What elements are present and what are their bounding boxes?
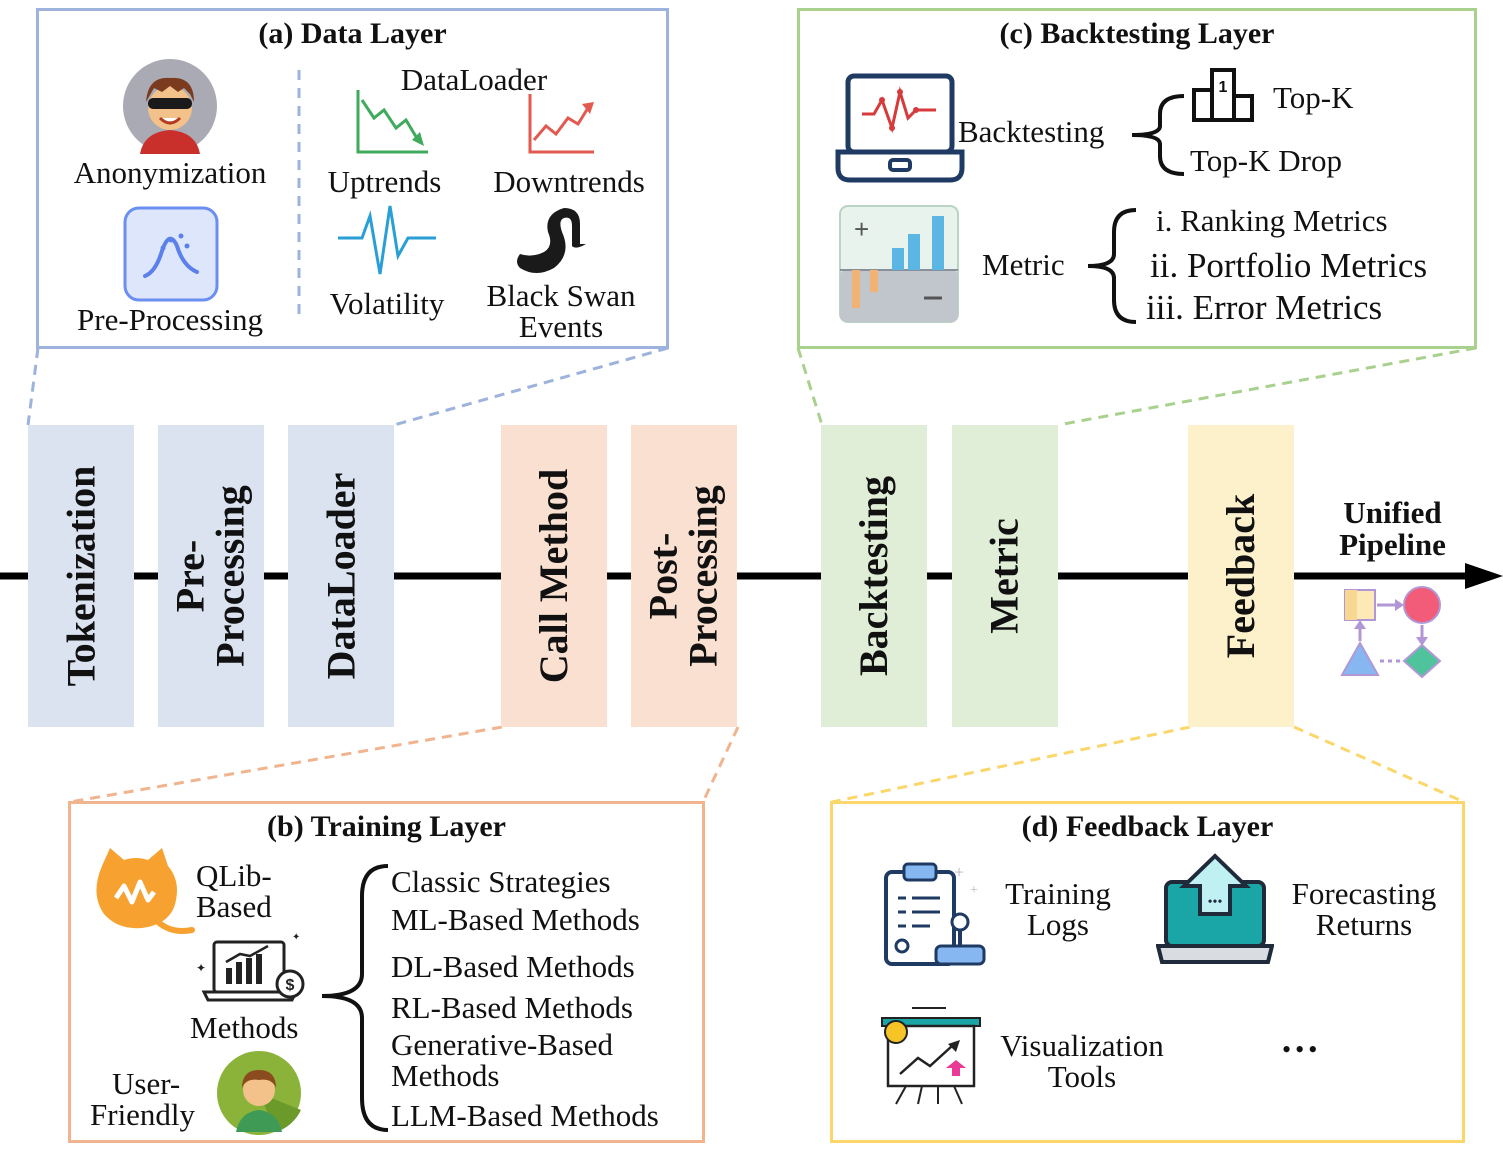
black-swan-label-1: Black Swan: [486, 278, 636, 313]
visualization-label-2: Tools: [1047, 1059, 1117, 1094]
dollar-icon: $: [286, 977, 295, 994]
method-item: Generative-Based: [391, 1027, 614, 1062]
qlib-label-2: Based: [196, 889, 272, 924]
podium-icon: 1: [1192, 68, 1254, 122]
backtesting-layer-title: (c) Backtesting Layer: [999, 17, 1275, 50]
volatility-label: Volatility: [329, 286, 445, 321]
stage-call-method: Call Method: [501, 425, 607, 727]
stage-metric: Metric: [952, 425, 1058, 727]
method-item: ML-Based Methods: [391, 902, 640, 937]
backtesting-connector-right: [1057, 346, 1477, 427]
stage-label: Tokenization: [58, 465, 103, 687]
user-avatar-icon: [217, 1051, 301, 1135]
training-connector-right: [701, 726, 740, 803]
stage-label: DataLoader: [318, 472, 364, 680]
metric-bar-chart-icon: +: [839, 205, 959, 323]
anonymization-label: Anonymization: [73, 155, 267, 190]
backtesting-brace: [1131, 94, 1185, 176]
training-brace: [321, 864, 389, 1132]
stage-dataloader: DataLoader: [288, 425, 394, 727]
stage-backtesting: Backtesting: [821, 425, 927, 727]
training-logs-label-1: Training: [1005, 876, 1111, 911]
laptop-chart-icon: [835, 73, 965, 183]
training-logs-icon: + +: [884, 862, 986, 966]
method-item: LLM-Based Methods: [391, 1098, 659, 1133]
method-item: Classic Strategies: [391, 864, 611, 899]
user-friendly-label-2: Friendly: [90, 1097, 196, 1132]
feedback-layer-title: (d) Feedback Layer: [1021, 810, 1274, 843]
anonymous-avatar-icon: [123, 59, 217, 154]
visualization-board-icon: [881, 1007, 981, 1105]
black-swan-icon: [517, 208, 586, 273]
backtesting-connector-left: [796, 347, 824, 426]
stage-label: Pre- Processing: [168, 485, 253, 667]
workflow-icon: [1340, 586, 1442, 679]
user-friendly-label-1: User-: [112, 1066, 181, 1101]
qlib-logo-icon: [96, 848, 195, 934]
visualization-label-1: Visualization: [1000, 1028, 1164, 1063]
metric-brace: [1087, 208, 1137, 324]
stage-label: Call Method: [531, 468, 576, 684]
dots-icon: •••: [1208, 895, 1223, 910]
podium-number: 1: [1219, 79, 1228, 96]
portfolio-metrics-label: ii. Portfolio Metrics: [1150, 246, 1428, 285]
backtesting-label: Backtesting: [958, 114, 1105, 149]
stage-postprocessing: Post- Processing: [631, 425, 737, 727]
preprocessing-label: Pre-Processing: [77, 302, 263, 337]
stage-label: Metric: [982, 518, 1028, 634]
uptrends-chart-icon: [356, 90, 428, 154]
downtrends-chart-icon: [528, 94, 594, 154]
topk-drop-label: Top-K Drop: [1190, 143, 1342, 178]
plus-icon: +: [954, 862, 964, 882]
sparkle-icon: ✦: [196, 961, 206, 975]
training-layer-title: (b) Training Layer: [267, 810, 506, 843]
forecasting-upload-icon: •••: [1156, 853, 1274, 964]
more-ellipsis: •••: [1282, 1035, 1322, 1064]
feedback-connector-right: [1293, 725, 1465, 804]
stage-label: Backtesting: [851, 476, 896, 676]
method-item: DL-Based Methods: [391, 949, 635, 984]
unified-pipeline-title-1: Unified: [1343, 495, 1442, 530]
data-connector-right: [393, 346, 669, 427]
forecasting-label-1: Forecasting: [1291, 876, 1437, 911]
feedback-connector-left: [831, 725, 1191, 804]
downtrends-label: Downtrends: [493, 164, 645, 199]
uptrends-label: Uptrends: [327, 164, 442, 199]
black-swan-label-2: Events: [518, 309, 604, 344]
dataloader-label: DataLoader: [400, 62, 548, 97]
training-logs-label-2: Logs: [1027, 907, 1089, 942]
plus-icon: +: [854, 214, 869, 244]
method-item: Methods: [391, 1058, 500, 1093]
data-divider: [297, 70, 301, 320]
pipeline-arrowhead: [1465, 563, 1503, 589]
methods-label: Methods: [190, 1010, 299, 1045]
volatility-wave-icon: [338, 205, 436, 275]
data-connector-left: [26, 347, 40, 426]
method-item: RL-Based Methods: [391, 990, 633, 1025]
topk-label: Top-K: [1273, 80, 1354, 115]
stage-feedback: Feedback: [1188, 425, 1294, 727]
stage-label: Feedback: [1218, 493, 1263, 659]
stage-label: Post- Processing: [641, 485, 726, 667]
qlib-label-1: QLib-: [196, 858, 272, 893]
preprocessing-icon: [123, 206, 219, 302]
sparkle-icon: ✦: [292, 932, 300, 943]
plus-icon: +: [970, 883, 978, 898]
forecasting-label-2: Returns: [1315, 907, 1413, 942]
error-metrics-label: iii. Error Metrics: [1146, 288, 1383, 327]
metric-label: Metric: [982, 247, 1065, 282]
unified-pipeline-title-2: Pipeline: [1339, 527, 1446, 562]
data-layer-title: (a) Data Layer: [258, 17, 447, 50]
stage-preprocessing: Pre- Processing: [158, 425, 264, 727]
ranking-metrics-label: i. Ranking Metrics: [1156, 203, 1388, 238]
feedback-layer-panel: (d) Feedback Layer: [830, 801, 1465, 1143]
training-layer-panel: (b) Training Layer: [68, 801, 705, 1143]
training-connector-left: [69, 725, 503, 804]
stage-tokenization: Tokenization: [28, 425, 134, 727]
methods-laptop-icon: ✦ ✦ $: [196, 932, 305, 1002]
